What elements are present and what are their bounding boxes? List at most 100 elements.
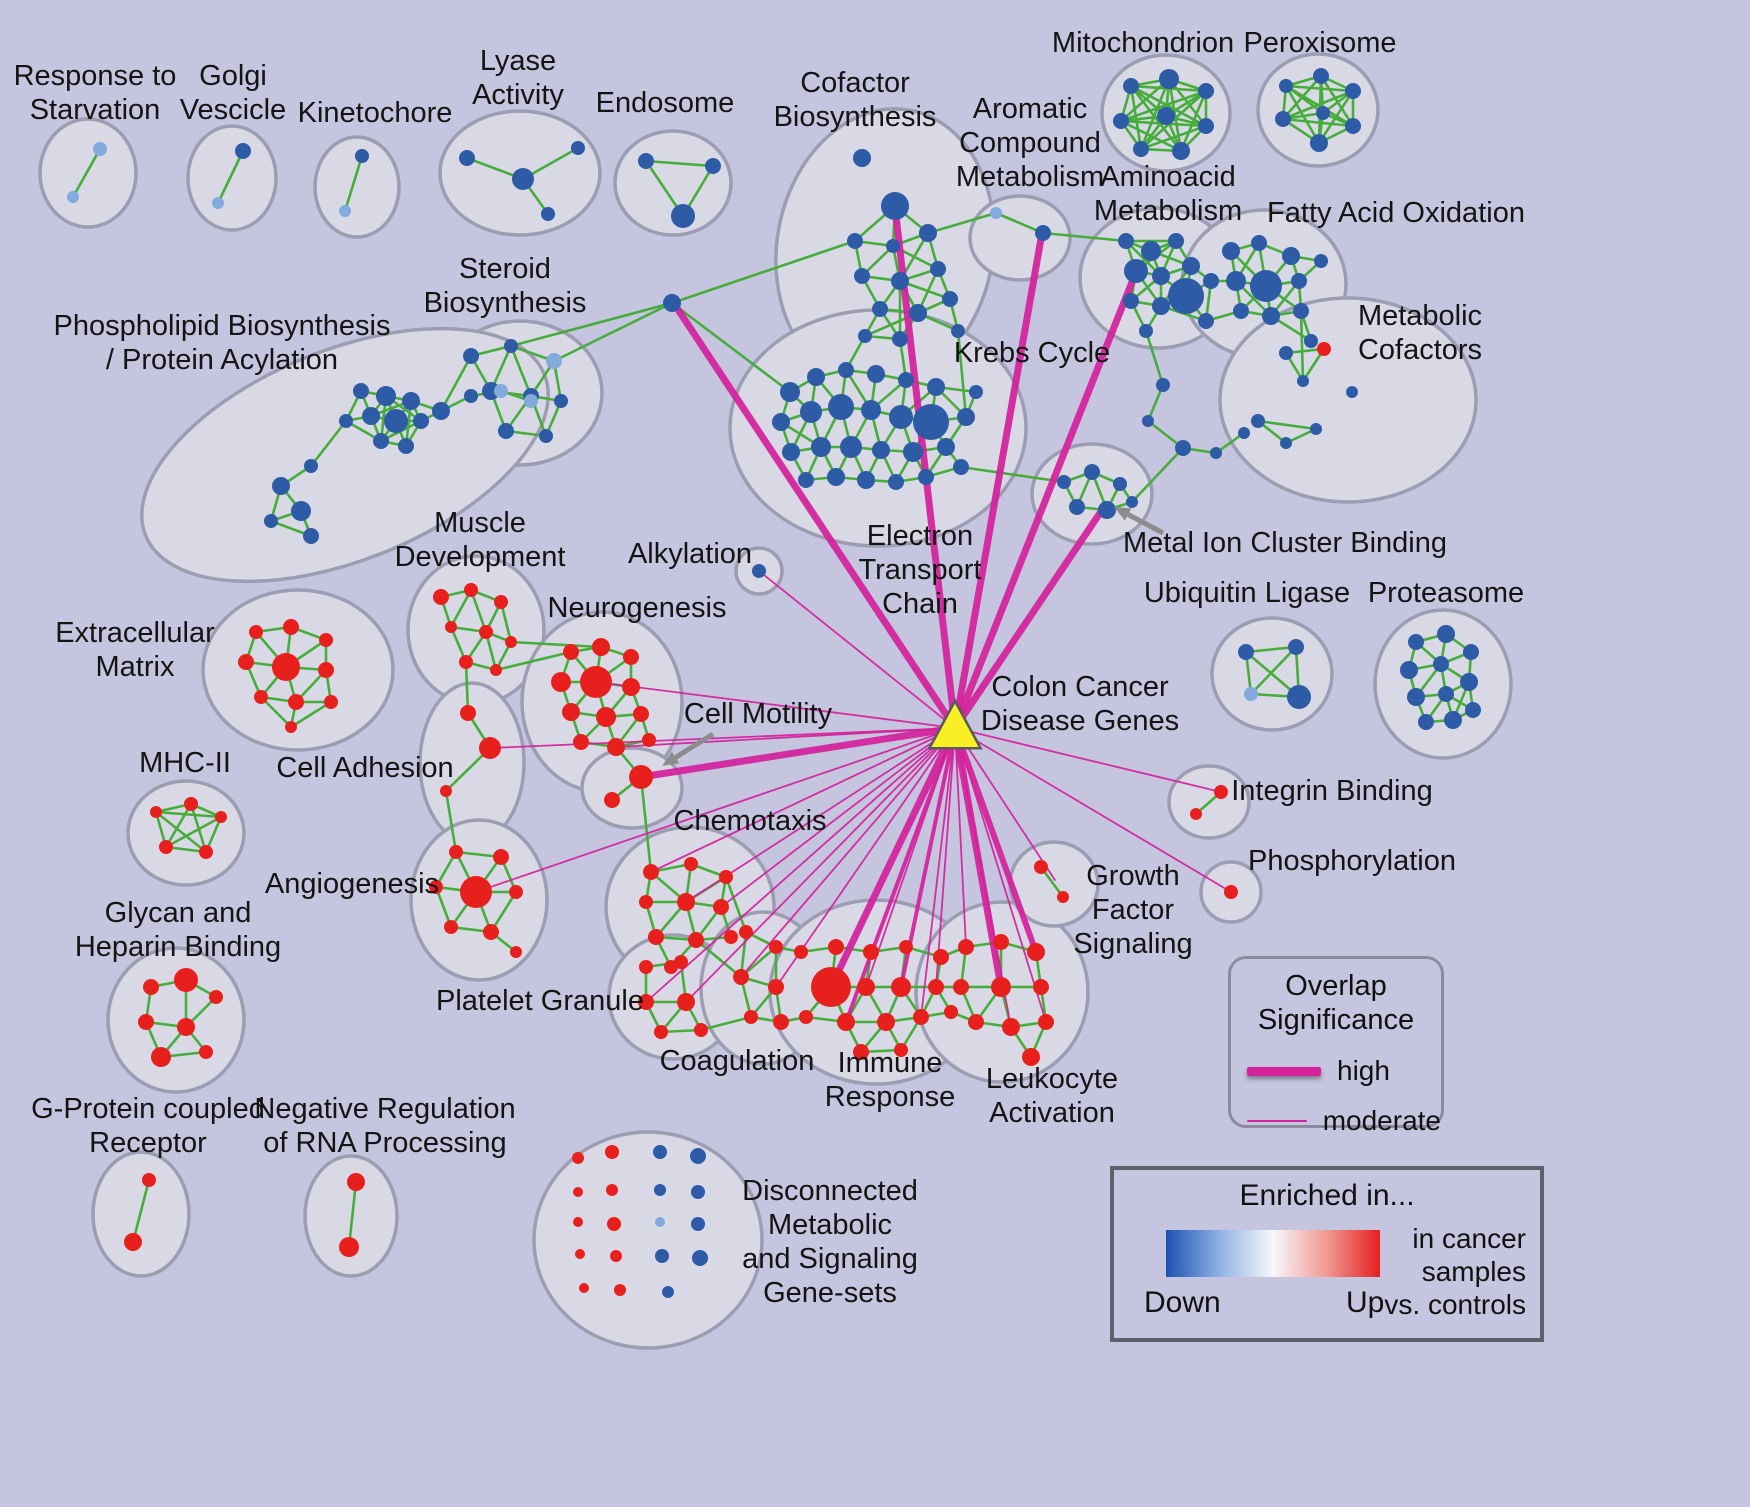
gene-set-node[interactable] [877,1013,895,1031]
gene-set-node[interactable] [177,1018,195,1036]
gene-set-node[interactable] [838,362,854,378]
gene-set-node[interactable] [1297,375,1309,387]
gene-set-node[interactable] [1251,414,1265,428]
gene-set-node[interactable] [1251,235,1267,251]
gene-set-node[interactable] [1123,293,1139,309]
gene-set-node[interactable] [571,141,585,155]
gene-set-node[interactable] [562,703,580,721]
gene-set-node[interactable] [892,331,908,347]
gene-set-node[interactable] [494,595,508,609]
gene-set-node[interactable] [460,705,476,721]
gene-set-node[interactable] [398,438,414,454]
gene-set-node[interactable] [433,589,449,605]
gene-set-node[interactable] [1124,259,1148,283]
gene-set-node[interactable] [283,619,299,635]
gene-set-node[interactable] [991,977,1011,997]
gene-set-node[interactable] [93,142,107,156]
gene-set-node[interactable] [1126,496,1138,508]
gene-set-node[interactable] [958,939,974,955]
gene-set-node[interactable] [705,158,721,174]
gene-set-node[interactable] [639,895,653,909]
gene-set-node[interactable] [854,268,870,284]
gene-set-node[interactable] [142,1173,156,1187]
gene-set-node[interactable] [769,940,783,954]
gene-set-node[interactable] [1288,639,1304,655]
gene-set-node[interactable] [623,649,639,665]
gene-set-node[interactable] [373,433,389,449]
gene-set-node[interactable] [215,811,227,823]
gene-set-node[interactable] [124,1233,142,1251]
gene-set-node[interactable] [339,205,351,217]
gene-set-node[interactable] [772,413,790,431]
gene-set-node[interactable] [1418,714,1434,730]
gene-set-node[interactable] [490,664,502,676]
gene-set-node[interactable] [694,1023,708,1037]
gene-set-node[interactable] [1314,254,1328,268]
gene-set-node[interactable] [653,1145,667,1159]
gene-set-node[interactable] [684,857,698,871]
gene-set-node[interactable] [891,977,911,997]
gene-set-node[interactable] [238,654,254,670]
gene-set-node[interactable] [1118,233,1134,249]
gene-set-node[interactable] [1238,427,1250,439]
gene-set-node[interactable] [482,382,500,400]
gene-set-node[interactable] [459,655,473,669]
gene-set-node[interactable] [913,404,949,440]
gene-set-node[interactable] [1465,702,1481,718]
gene-set-node[interactable] [677,993,695,1011]
gene-set-node[interactable] [993,934,1009,950]
gene-set-node[interactable] [724,930,738,944]
gene-set-node[interactable] [1142,415,1154,427]
gene-set-node[interactable] [272,477,290,495]
gene-set-node[interactable] [463,348,479,364]
gene-set-node[interactable] [510,946,522,958]
gene-set-node[interactable] [272,653,300,681]
gene-set-node[interactable] [872,441,890,459]
gene-set-node[interactable] [1172,142,1190,160]
gene-set-node[interactable] [690,1148,706,1164]
gene-set-node[interactable] [827,468,845,486]
gene-set-node[interactable] [691,1185,705,1199]
gene-set-node[interactable] [494,384,508,398]
gene-set-node[interactable] [493,849,509,865]
gene-set-node[interactable] [953,979,969,995]
gene-set-node[interactable] [639,960,653,974]
gene-set-node[interactable] [927,378,945,396]
gene-set-node[interactable] [605,1145,619,1159]
gene-set-node[interactable] [1262,307,1280,325]
gene-set-node[interactable] [799,1010,813,1024]
gene-set-node[interactable] [1002,1018,1020,1036]
gene-set-node[interactable] [1238,644,1254,660]
gene-set-node[interactable] [303,528,319,544]
gene-set-node[interactable] [539,429,553,443]
gene-set-node[interactable] [1279,79,1293,93]
gene-set-node[interactable] [563,644,579,660]
gene-set-node[interactable] [546,353,562,369]
gene-set-node[interactable] [1123,78,1139,94]
gene-set-node[interactable] [857,471,875,489]
gene-set-node[interactable] [937,438,955,456]
gene-set-node[interactable] [604,792,620,808]
gene-set-node[interactable] [928,979,944,995]
gene-set-node[interactable] [1317,342,1331,356]
gene-set-node[interactable] [1346,386,1358,398]
gene-set-node[interactable] [449,845,463,859]
gene-set-node[interactable] [662,1286,674,1298]
gene-set-node[interactable] [362,407,380,425]
gene-set-node[interactable] [1022,1048,1040,1066]
gene-set-node[interactable] [509,885,523,899]
gene-set-node[interactable] [891,272,909,290]
gene-set-node[interactable] [1275,111,1291,127]
gene-set-node[interactable] [888,474,904,490]
gene-set-node[interactable] [209,990,223,1004]
gene-set-node[interactable] [1035,225,1051,241]
gene-set-node[interactable] [858,329,872,343]
gene-set-node[interactable] [579,1283,589,1293]
gene-set-node[interactable] [886,239,900,253]
gene-set-node[interactable] [1233,303,1249,319]
gene-set-node[interactable] [1214,785,1228,799]
gene-set-node[interactable] [867,365,885,383]
gene-set-node[interactable] [67,191,79,203]
gene-set-node[interactable] [969,385,983,399]
gene-set-node[interactable] [249,625,263,639]
